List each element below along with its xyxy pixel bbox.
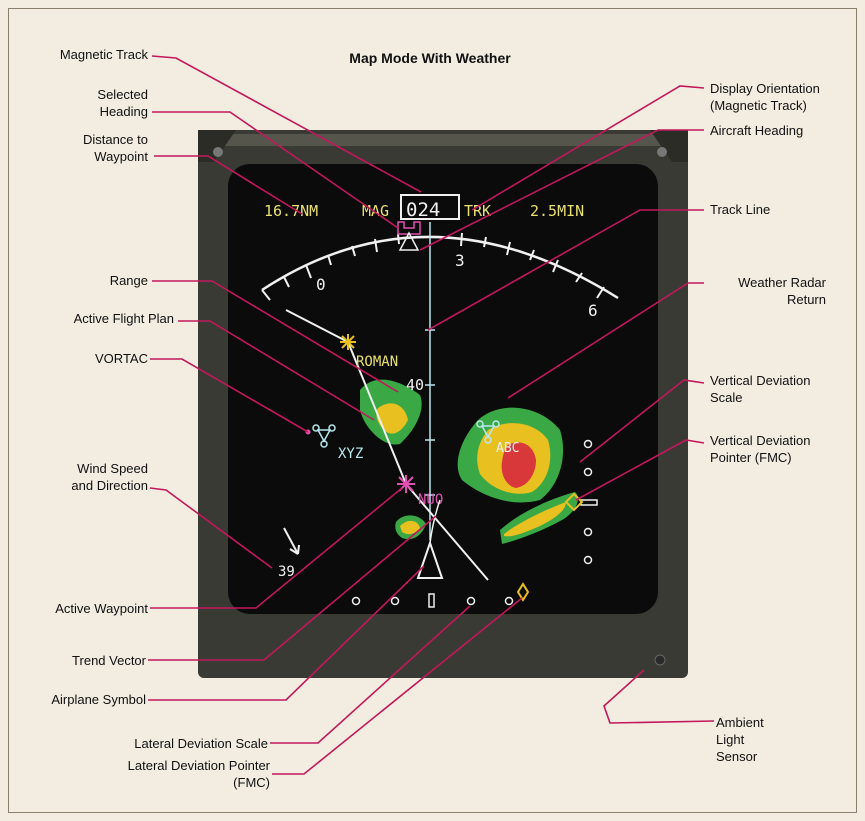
time-readout: 2.5MIN — [530, 202, 584, 220]
scale-label-0: 0 — [316, 275, 326, 294]
trend-vector — [429, 499, 441, 544]
label-airplane-symbol: Airplane Symbol — [51, 692, 146, 707]
ambient-light-sensor — [654, 654, 666, 666]
aircraft-heading-pointer — [398, 231, 420, 251]
leader-lines — [148, 55, 715, 775]
vortac-icon-2 — [476, 420, 500, 444]
label-trend-vector: Trend Vector — [72, 653, 146, 668]
figure-title: Map Mode With Weather — [349, 50, 511, 66]
wx-label: ABC — [496, 441, 519, 456]
waypoint-roman-star — [340, 334, 356, 350]
label-vertical-dev-scale: Vertical Deviation Scale — [710, 373, 811, 405]
heading-readout: 024 — [406, 199, 440, 221]
label-magnetic-track: Magnetic Track — [59, 47, 148, 62]
label-ambient-sensor: Ambient Light Sensor — [716, 715, 764, 764]
compass-ticks — [261, 232, 605, 301]
heading-box — [400, 194, 460, 220]
label-wind: Wind Speed and Direction — [71, 461, 148, 493]
vortac-icon — [312, 424, 336, 448]
label-vertical-dev-pointer: Vertical Deviation Pointer (FMC) — [710, 433, 811, 465]
weather-radar-returns — [360, 379, 578, 544]
active-flight-plan — [285, 309, 489, 581]
label-track-line: Track Line — [710, 202, 771, 217]
label-active-flight-plan: Active Flight Plan — [73, 311, 174, 326]
display-screen — [228, 164, 658, 614]
label-distance-to-waypoint: Distance to Waypoint — [82, 132, 148, 164]
label-selected-heading: Selected Heading — [97, 87, 148, 119]
label-range: Range — [109, 273, 148, 288]
scale-label-3: 3 — [455, 251, 465, 270]
label-lateral-dev-pointer: Lateral Deviation Pointer (FMC) — [127, 758, 270, 790]
wind-arrow-icon — [283, 527, 299, 555]
figure-frame — [8, 8, 857, 813]
label-display-orientation: Display Orientation (Magnetic Track) — [710, 81, 820, 113]
mag-readout: MAG — [362, 202, 389, 220]
bezel-screw-right — [657, 147, 667, 157]
airplane-symbol — [416, 539, 444, 579]
distance-readout: 16.7NM — [264, 202, 318, 220]
label-active-waypoint: Active Waypoint — [55, 601, 148, 616]
label-lateral-dev-scale: Lateral Deviation Scale — [134, 736, 268, 751]
label-aircraft-heading: Aircraft Heading — [710, 123, 804, 138]
vertical-deviation-pointer — [564, 492, 584, 512]
vortac-label: XYZ — [338, 446, 363, 462]
bezel-screw-left — [213, 147, 223, 157]
selected-heading-bug — [397, 221, 421, 235]
trk-readout: TRK — [464, 202, 491, 220]
wind-value: 39 — [278, 564, 295, 580]
active-waypoint-label: NUO — [418, 492, 443, 508]
label-vortac: VORTAC — [95, 351, 148, 366]
scale-label-6: 6 — [588, 301, 598, 320]
label-weather-radar: Weather Radar Return — [738, 275, 826, 307]
compass-arc — [261, 235, 619, 300]
range-value: 40 — [406, 376, 424, 394]
waypoint-roman-label: ROMAN — [356, 354, 398, 370]
lateral-deviation-scale — [351, 593, 514, 608]
lateral-deviation-pointer — [516, 582, 530, 602]
